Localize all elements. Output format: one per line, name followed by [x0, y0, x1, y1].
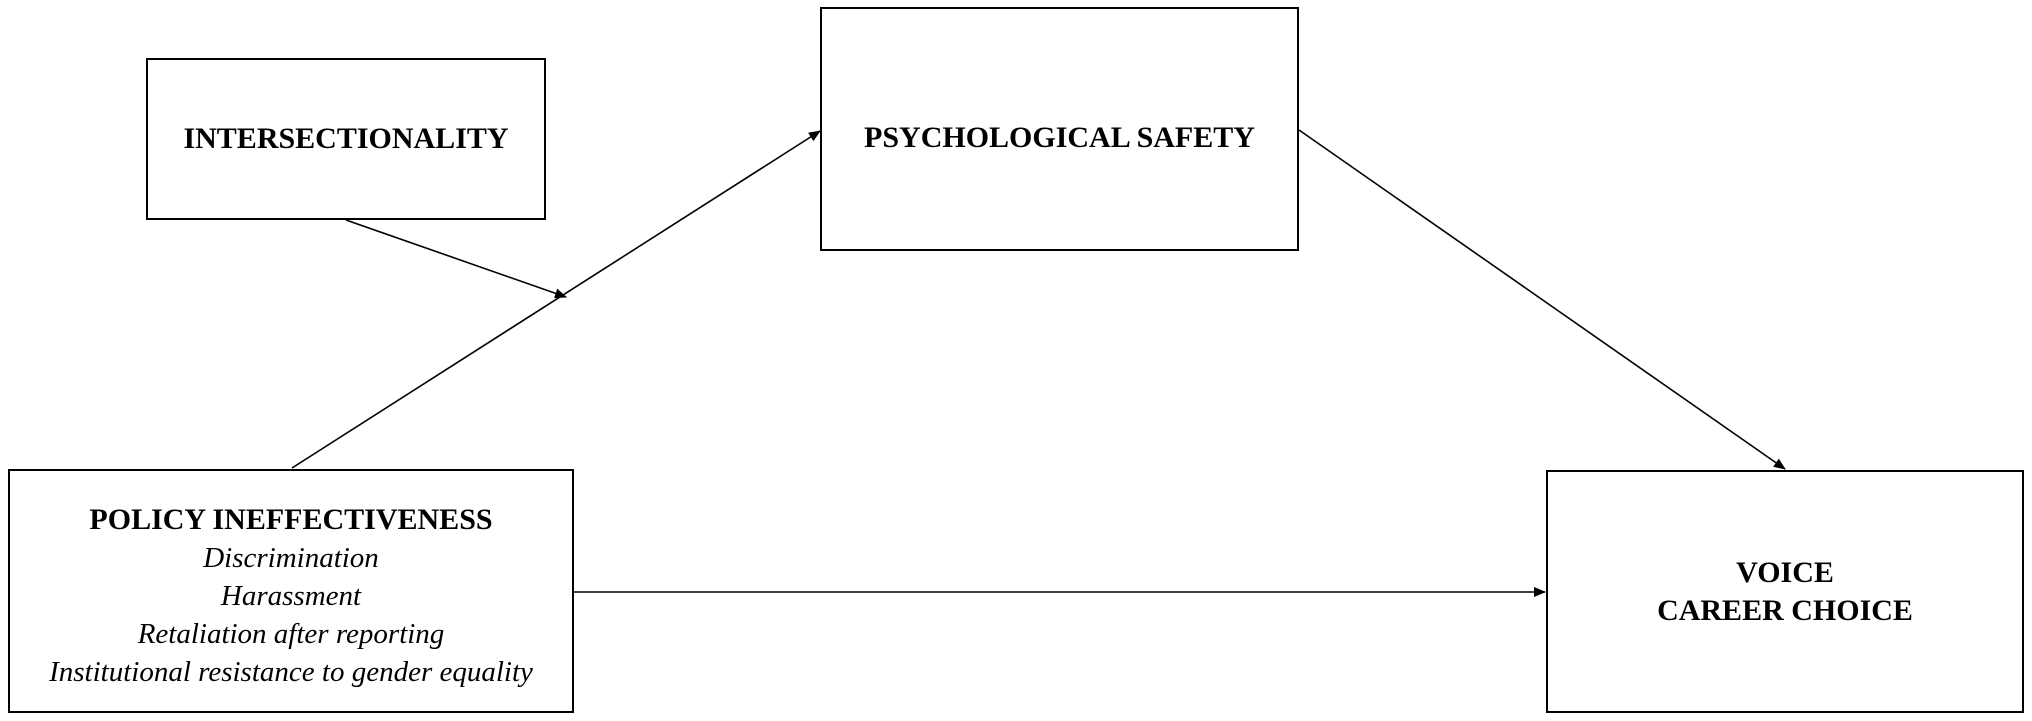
policy-ineffectiveness-box: POLICY INEFFECTIVENESS Discrimination Ha…: [8, 469, 574, 713]
outcome-voice-label: VOICE: [1736, 555, 1834, 589]
policy-item-retaliation: Retaliation after reporting: [137, 618, 445, 650]
edge-psych-to-voice: [1298, 129, 1786, 470]
policy-ineffectiveness-label: POLICY INEFFECTIVENESS: [89, 503, 493, 536]
intersectionality-box: INTERSECTIONALITY: [146, 58, 546, 220]
outcome-career-choice-label: CAREER CHOICE: [1657, 593, 1913, 627]
policy-item-discrimination: Discrimination: [203, 542, 379, 574]
psychological-safety-box: PSYCHOLOGICAL SAFETY: [820, 7, 1299, 251]
policy-item-institutional-resistance: Institutional resistance to gender equal…: [49, 656, 533, 688]
policy-item-harassment: Harassment: [220, 580, 362, 612]
outcomes-box: VOICE CAREER CHOICE: [1546, 470, 2024, 713]
intersectionality-label: INTERSECTIONALITY: [183, 122, 509, 155]
edge-intersectionality-moderation: [345, 219, 567, 299]
psychological-safety-label: PSYCHOLOGICAL SAFETY: [864, 121, 1255, 154]
